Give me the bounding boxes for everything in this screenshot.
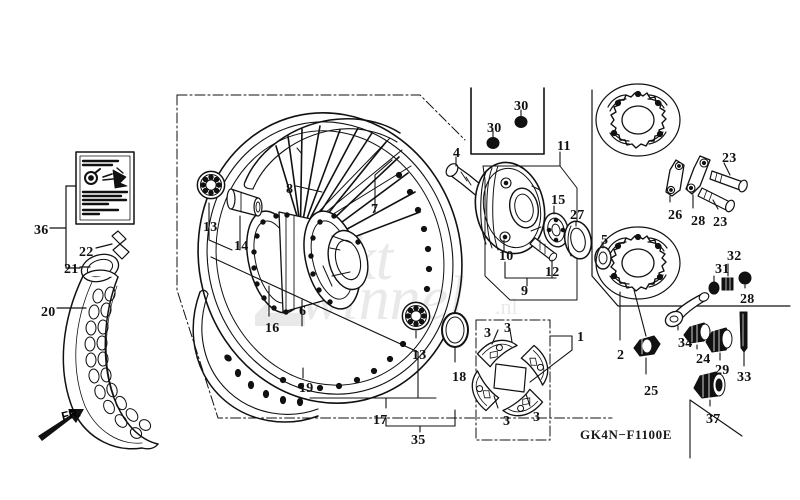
chain-adjuster-a [665,159,685,197]
callout-driven-sprocket: 2 [617,348,625,363]
callout-brake-cam-seal: 27 [570,208,585,223]
callout-brake-panel-set: 9 [521,284,529,299]
brake-arm-spring [529,237,558,262]
driven-sprocket [595,226,681,300]
spacer-32 [721,277,734,291]
callout-wheel-rim: 19 [299,381,314,396]
callout-chain-adjuster-a: 26 [668,208,683,223]
washer-28b [738,271,752,285]
callout-brake-cam: 15 [551,193,566,208]
callout-pin: 31 [715,262,730,277]
axle-nut-box [470,87,545,155]
callout-side-collar: 5 [601,233,609,248]
brake-shoe-assembly [471,339,549,417]
callout-brake-arm-spring: 12 [545,265,560,280]
spokes-secondary [305,137,412,226]
callout-brake-shoe-set: 1 [577,330,585,345]
pin-31 [708,281,720,295]
callout-cotter-pin: 33 [737,370,752,385]
wheel-hub [246,210,369,315]
callout-bolt-b: 23 [713,215,728,230]
callout-washer-b: 28 [740,292,755,307]
callout-spoke-set-b: 7 [371,202,379,217]
axle-nut-assembly [693,371,726,399]
bearing-right-icon [401,301,431,331]
callout-brake-panel: 10 [499,249,514,264]
callout-bearing-left: 13 [203,220,218,235]
brake-panel [474,161,546,255]
callout-brake-shoe-c: 3 [503,414,511,429]
bolt-a [709,170,748,193]
adjuster-nut [683,322,711,344]
callout-axle-nut-b: 30 [514,99,529,114]
rim-band [192,289,319,423]
callout-wheel-collar: 14 [234,239,249,254]
callout-adjuster-nut: 24 [696,352,711,367]
chain-adjuster-b [685,155,711,195]
caution-label [75,151,135,225]
callout-rim-band: 16 [265,321,280,336]
callout-sprocket-nut: 25 [644,384,659,399]
callout-caution-label-bracket: 36 [34,223,49,238]
callout-valve-stem: 22 [79,245,94,260]
bolt-b [697,187,736,213]
callout-front-axle: 4 [453,146,461,161]
callout-brake-shoe-d: 3 [533,410,541,425]
sprocket-upper [595,83,681,157]
side-collar [594,246,612,270]
callout-brake-arm: 34 [678,336,693,351]
brake-cam-seal [563,220,593,260]
callout-spacer: 32 [727,249,742,264]
callout-tire: 20 [41,305,56,320]
brake-arm [664,292,710,328]
spring-seat [705,327,733,353]
callout-inner-tube: 21 [64,262,79,277]
tire-assembly [62,230,159,450]
callout-bearing-right: 13 [412,348,427,363]
brake-cam [543,212,569,248]
callout-axle-nut-a: 30 [487,121,502,136]
wheel-collar [226,188,263,217]
part-code: GK4N−F1100E [580,427,673,442]
cotter-pin [739,311,748,353]
callout-brake-panel-bracket: 11 [557,139,571,154]
callout-spoke-set-a: 8 [286,182,294,197]
callout-wheel-assembly-bracket: 17 [373,413,388,428]
callout-wheel-hub: 6 [299,304,307,319]
callout-front-wheel-set: 35 [411,433,426,448]
dust-seal [441,312,469,348]
callout-axle-nut-assembly: 37 [706,412,721,427]
callout-spring-seat: 29 [715,363,730,378]
bearing-left-icon [196,170,226,200]
fr-arrow [38,409,84,441]
callout-washer-a: 28 [691,214,706,229]
callout-dust-seal: 18 [452,370,467,385]
callout-brake-shoe-a: 3 [504,321,512,336]
callout-brake-shoe-b: 3 [484,326,492,341]
sprocket-nut [633,335,661,357]
callout-bolt-a: 23 [722,151,737,166]
